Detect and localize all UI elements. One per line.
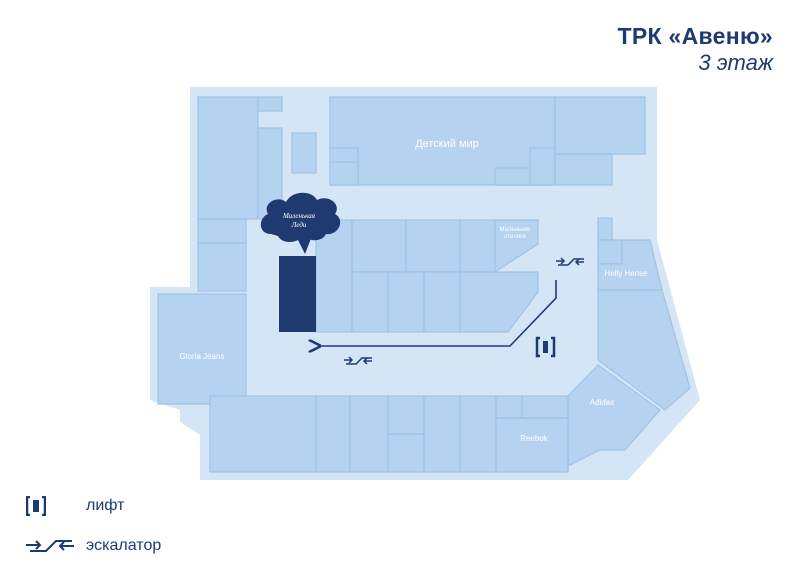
- store-unit[interactable]: [459, 271, 539, 333]
- legend-item-elevator: лифт: [26, 486, 161, 526]
- store-unit[interactable]: [197, 218, 247, 244]
- store-unit[interactable]: [529, 147, 556, 186]
- legend: лифт эскалатор: [26, 486, 161, 566]
- store-unit[interactable]: [597, 217, 613, 241]
- store-unit[interactable]: [459, 395, 497, 473]
- label-adidas: Adidas: [590, 398, 614, 407]
- store-unit[interactable]: [554, 96, 646, 155]
- store-unit[interactable]: [405, 219, 461, 273]
- store-unit[interactable]: [521, 395, 569, 419]
- store-unit-reebok[interactable]: [495, 417, 569, 473]
- store-unit[interactable]: [257, 96, 283, 112]
- store-unit[interactable]: [349, 395, 389, 473]
- label-detsky-mir: Детский мир: [415, 138, 479, 150]
- escalator-icon: [26, 539, 86, 553]
- store-unit[interactable]: [597, 239, 623, 265]
- store-unit[interactable]: [387, 271, 425, 333]
- store-unit[interactable]: [459, 219, 496, 273]
- legend-item-escalator: эскалатор: [26, 526, 161, 566]
- store-unit[interactable]: [387, 395, 425, 435]
- label-helly-hense: Helly Hense: [604, 269, 648, 278]
- store-unit[interactable]: [554, 153, 613, 186]
- store-unit-malenkie-stilyagi[interactable]: [494, 219, 539, 274]
- page-title: ТРК «Авеню»: [617, 23, 773, 49]
- legend-label: эскалатор: [86, 537, 162, 554]
- store-unit[interactable]: [495, 395, 523, 419]
- store-unit[interactable]: [197, 242, 247, 292]
- store-unit[interactable]: [291, 132, 317, 174]
- store-unit[interactable]: [209, 395, 317, 473]
- store-unit[interactable]: [423, 271, 461, 333]
- route-arrow-icon: [318, 280, 557, 346]
- store-unit[interactable]: [315, 395, 351, 473]
- store-unit[interactable]: [423, 395, 461, 473]
- elevator-icon: [26, 496, 86, 516]
- legend-label: лифт: [86, 497, 125, 514]
- title-block: ТРК «Авеню» 3 этаж: [618, 22, 773, 76]
- highlighted-store-malenkaya-ledi[interactable]: [279, 256, 316, 332]
- store-unit[interactable]: [351, 271, 389, 333]
- store-unit[interactable]: [197, 96, 259, 220]
- store-unit[interactable]: [597, 289, 691, 411]
- store-unit[interactable]: [329, 161, 359, 186]
- label-reebok: Reebok: [520, 434, 549, 443]
- label-gloria-jeans: Gloria Jeans: [180, 352, 225, 361]
- store-unit[interactable]: [387, 433, 425, 473]
- store-unit[interactable]: [351, 219, 407, 273]
- elevator-icon: [535, 336, 556, 358]
- store-unit[interactable]: [494, 167, 531, 186]
- escalator-icon: [344, 356, 372, 365]
- floor-subtitle: 3 этаж: [698, 50, 773, 75]
- escalator-icon: [556, 257, 584, 266]
